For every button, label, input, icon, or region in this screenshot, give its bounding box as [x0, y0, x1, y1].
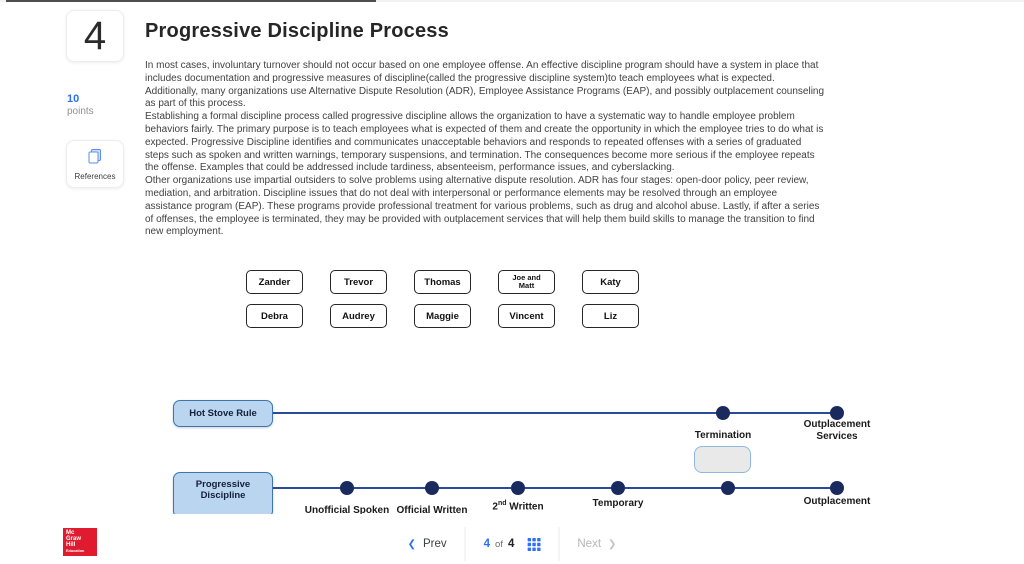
- name-tile-katy[interactable]: Katy: [582, 270, 639, 294]
- chevron-left-icon: ❮: [407, 538, 416, 550]
- name-tile-liz[interactable]: Liz: [582, 304, 639, 328]
- question-text: In most cases, involuntary turnover shou…: [145, 60, 825, 239]
- timeline-dot-outplacement: [830, 481, 844, 495]
- references-icon: [87, 148, 103, 169]
- termination-label: Termination: [694, 430, 752, 441]
- chevron-right-icon: ❯: [608, 538, 617, 550]
- page-title: Progressive Discipline Process: [145, 20, 449, 42]
- timeline-dot-termination: [716, 406, 730, 420]
- footer-bar: Mc Graw Hill Education ❮ Prev 4 of 4: [0, 524, 1024, 564]
- name-tile-vincent[interactable]: Vincent: [498, 304, 555, 328]
- paragraph: In most cases, involuntary turnover shou…: [145, 60, 825, 110]
- name-tile-joe-and-matt[interactable]: Joe and Matt: [498, 270, 555, 294]
- question-number-card: 4: [66, 10, 124, 62]
- prev-label: Prev: [422, 538, 447, 550]
- logo-line: Hill: [66, 542, 76, 549]
- paragraph: Establishing a formal discipline process…: [145, 111, 824, 174]
- progress-bar-fill: [6, 0, 376, 2]
- name-tile-debra[interactable]: Debra: [246, 304, 303, 328]
- divider: [464, 527, 466, 561]
- page-of-label: of: [495, 538, 503, 550]
- outplacement-services-label: Outplacement Services: [803, 419, 871, 442]
- references-button[interactable]: References: [66, 140, 124, 188]
- points-value: 10: [67, 93, 80, 105]
- logo-line: Graw: [66, 536, 82, 543]
- content-area: 4 10 points References Progressive Disci…: [66, 10, 871, 514]
- name-tile-audrey[interactable]: Audrey: [330, 304, 387, 328]
- divider: [558, 527, 560, 561]
- name-tiles: Zander Trevor Thomas Joe and Matt Katy D…: [246, 270, 639, 328]
- paragraph: Other organizations use impartial outsid…: [145, 175, 820, 238]
- next-label: Next: [577, 538, 602, 550]
- name-tile-zander[interactable]: Zander: [246, 270, 303, 294]
- milestone-2nd-post: Written: [506, 501, 544, 513]
- timeline-dot-blank: [721, 481, 735, 495]
- mcgraw-hill-logo: Mc Graw Hill Education: [63, 528, 97, 556]
- milestone-label-2nd-written: 2nd Written: [468, 498, 568, 513]
- pagination-nav: ❮ Prev 4 of 4: [408, 524, 616, 564]
- milestone-2nd-sup: nd: [497, 500, 507, 507]
- references-label: References: [74, 171, 116, 181]
- name-tile-thomas[interactable]: Thomas: [414, 270, 471, 294]
- hot-stove-rule-box: Hot Stove Rule: [173, 400, 273, 427]
- points-block: 10 points: [67, 93, 94, 118]
- timeline-dot-temporary: [611, 481, 625, 495]
- milestone-label-temporary: Temporary: [592, 498, 644, 509]
- page-current: 4: [483, 538, 491, 550]
- termination-dropzone[interactable]: [694, 446, 751, 473]
- timeline-dot-2nd-written: [511, 481, 525, 495]
- prev-button[interactable]: ❮ Prev: [408, 538, 447, 550]
- name-tile-trevor[interactable]: Trevor: [330, 270, 387, 294]
- timeline-dot-unofficial-spoken: [340, 481, 354, 495]
- question-number: 4: [83, 14, 107, 58]
- logo-line: Education: [66, 548, 85, 553]
- hot-stove-timeline: [273, 412, 838, 414]
- milestone-label-unofficial-spoken: Unofficial Spoken: [304, 505, 390, 514]
- grid-icon[interactable]: [527, 537, 541, 551]
- timeline-dot-outplacement-services: [830, 406, 844, 420]
- page-total: 4: [507, 538, 515, 550]
- logo-line: Mc: [66, 530, 75, 536]
- next-button[interactable]: Next ❯: [577, 538, 616, 550]
- milestone-label-official-written: Official Written: [396, 505, 468, 514]
- timeline-dot-official-written: [425, 481, 439, 495]
- milestone-label-outplacement: Outplacement: [803, 496, 871, 507]
- progressive-discipline-box: Progressive Discipline: [173, 472, 273, 514]
- name-tile-maggie[interactable]: Maggie: [414, 304, 471, 328]
- progress-bar-track: [0, 0, 1024, 2]
- points-label: points: [67, 106, 94, 118]
- page-indicator: 4 of 4: [483, 537, 541, 551]
- milestone-2nd-pre: 2: [492, 501, 498, 513]
- progressive-timeline: [273, 487, 838, 489]
